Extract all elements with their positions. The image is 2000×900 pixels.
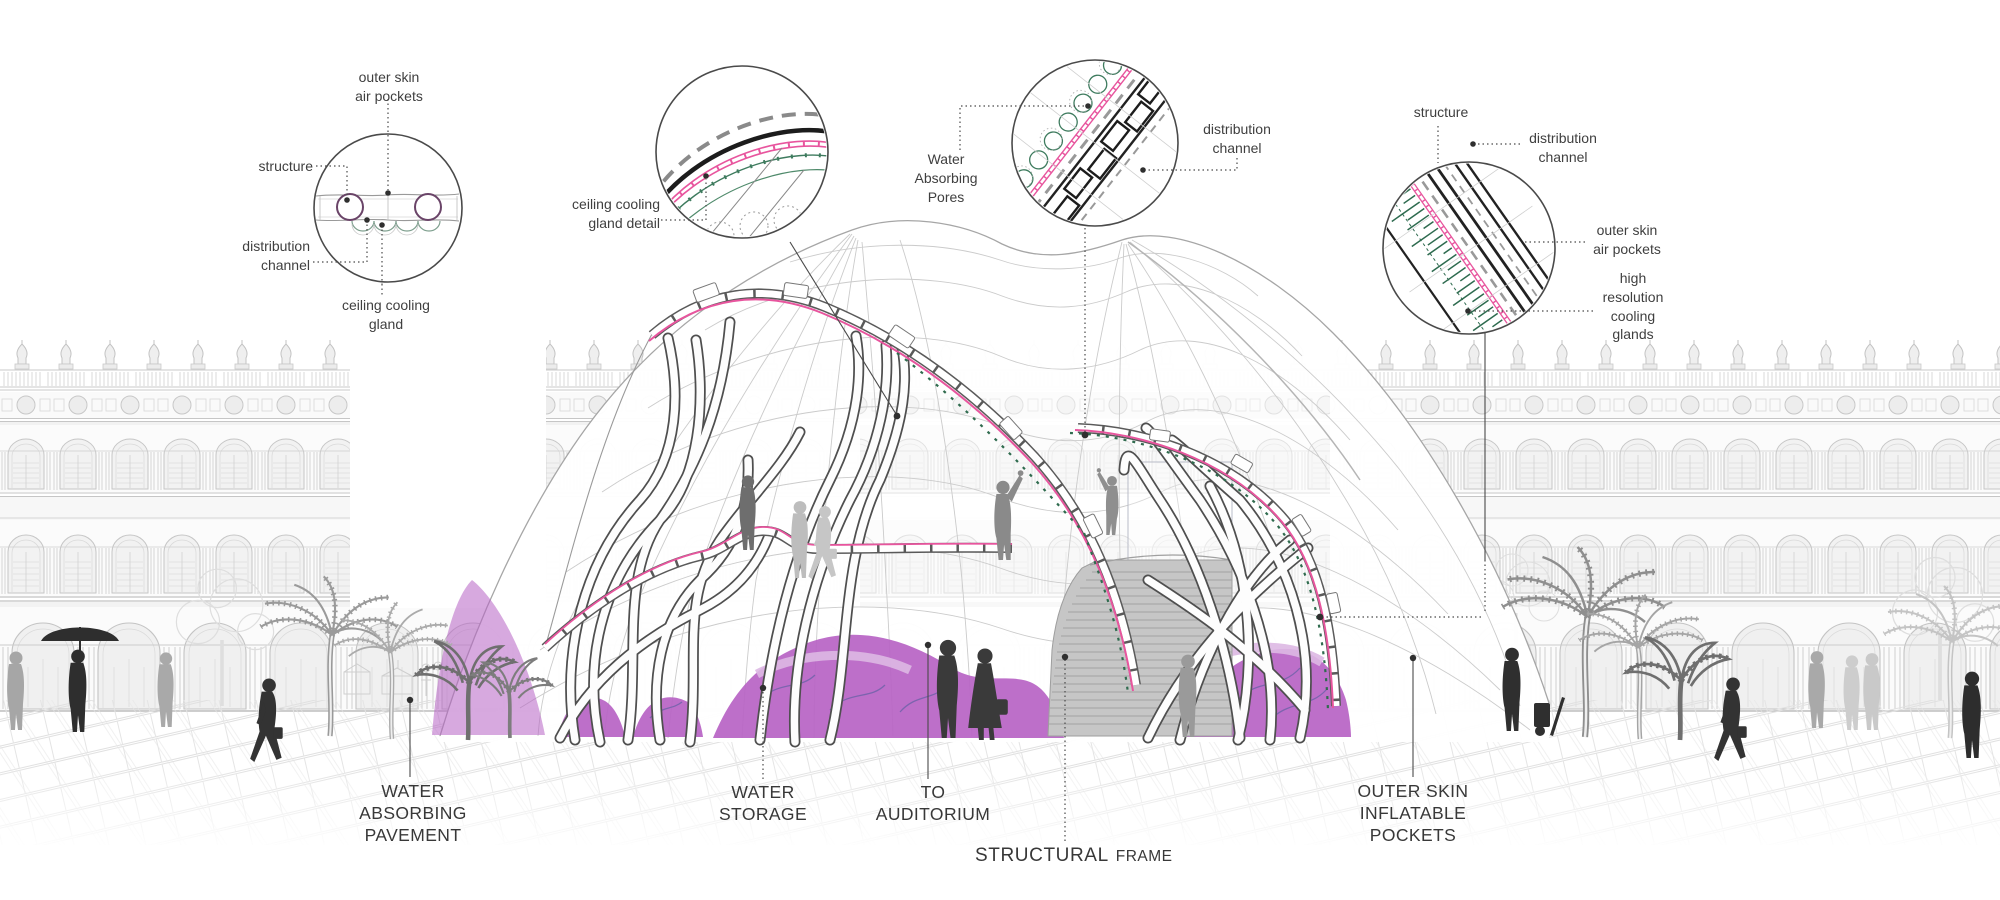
distribution-channel-ridge bbox=[648, 282, 1141, 694]
label-water-storage: WATER STORAGE bbox=[718, 782, 808, 825]
label-ceiling-cooling-gland-detail: ceiling cooling gland detail bbox=[572, 196, 660, 231]
canopy-outline bbox=[439, 220, 1550, 737]
leader-lines bbox=[313, 99, 1593, 841]
detail-circle-water-absorbing-pores bbox=[1011, 59, 1179, 227]
detail-circle-ceiling-gland-section bbox=[313, 133, 463, 283]
label-water-absorbing-pavement: WATER ABSORBING PAVEMENT bbox=[359, 781, 467, 846]
leader-dots bbox=[344, 103, 1476, 704]
outer-skin-edge-channel bbox=[1069, 423, 1342, 712]
label-outer-skin-inflatable-pockets: OUTER SKIN INFLATABLE POCKETS bbox=[1357, 781, 1469, 846]
label-frame: FRAME bbox=[1115, 848, 1173, 865]
pavilion-canopy bbox=[439, 220, 1550, 742]
market-stalls-sketch bbox=[343, 658, 443, 696]
label-structure-1: structure bbox=[258, 158, 313, 174]
label-to-auditorium: TO AUDITORIUM bbox=[875, 782, 991, 825]
label-structural-frame: STRUCTURAL FRAME bbox=[975, 845, 1172, 867]
walkway-channel bbox=[541, 526, 1013, 652]
label-structure-4: structure bbox=[1413, 104, 1469, 120]
label-high-resolution-cooling-glands: high resolution cooling glands bbox=[1602, 270, 1664, 343]
label-structural: STRUCTURAL bbox=[975, 845, 1109, 866]
label-distribution-channel-1: distribution channel bbox=[242, 238, 310, 273]
label-outer-skin-air-pockets-1: outer skin air pockets bbox=[355, 69, 423, 104]
detail-circle-high-resolution-glands bbox=[1382, 161, 1556, 335]
label-distribution-channel-4: distribution channel bbox=[1529, 130, 1597, 165]
label-ceiling-cooling-gland: ceiling cooling gland bbox=[342, 297, 430, 332]
label-outer-skin-air-pockets-4: outer skin air pockets bbox=[1593, 222, 1661, 257]
canopy-mesh bbox=[519, 233, 1531, 739]
label-distribution-channel-3: distribution channel bbox=[1203, 121, 1271, 156]
label-water-absorbing-pores: Water Absorbing Pores bbox=[914, 151, 978, 205]
